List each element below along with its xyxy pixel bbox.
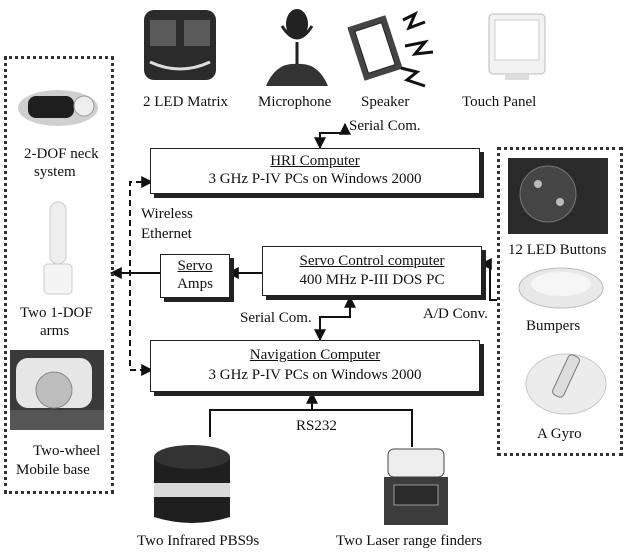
gyro-label: A Gyro [537,426,582,443]
hri-computer-title: HRI Computer [151,153,479,170]
touch-panel-label: Touch Panel [462,94,536,111]
hri-computer-box: HRI Computer 3 GHz P-IV PCs on Windows 2… [150,148,480,194]
serial-com-mid-label: Serial Com. [240,310,312,327]
microphone-image [262,4,332,90]
serial-com-top-label: Serial Com. [349,118,421,135]
led-matrix-label: 2 LED Matrix [143,94,228,111]
base-label-line2: Mobile base [16,462,90,479]
speaker-image [345,6,435,90]
ad-conv-link [481,264,497,300]
laser-label: Two Laser range finders [336,533,482,550]
wireless-label-line1: Wireless [141,206,193,223]
rs232-label: RS232 [296,418,337,435]
serial-link-top [320,124,345,148]
led-buttons-image [508,158,608,234]
neck-label-line1: 2-DOF neck [24,146,99,163]
servo-control-spec: 400 MHz P-III DOS PC [263,272,481,289]
serial-link-mid [320,297,350,340]
bumpers-image [516,264,606,312]
servo-amps-box: Servo Amps [160,254,230,298]
led-buttons-label: 12 LED Buttons [508,242,606,259]
infrared-label: Two Infrared PBS9s [137,533,259,550]
servo-amps-subtitle: Amps [161,276,229,293]
servo-control-title: Servo Control computer [263,253,481,270]
mobile-base-image [10,350,104,430]
bumpers-label: Bumpers [526,318,580,335]
wireless-label-line2: Ethernet [141,226,192,243]
neck-label-line2: system [34,164,76,181]
servo-control-box: Servo Control computer 400 MHz P-III DOS… [262,246,482,296]
navigation-computer-box: Navigation Computer 3 GHz P-IV PCs on Wi… [150,340,480,392]
neck-system-image [14,82,102,132]
hri-computer-spec: 3 GHz P-IV PCs on Windows 2000 [151,171,479,188]
touch-panel-image [475,6,555,86]
gyro-image [516,340,610,420]
arms-image [32,198,84,298]
led-matrix-image [140,6,220,86]
laser-rangefinder-image [380,447,452,529]
arms-label-line1: Two 1-DOF [20,305,93,322]
servo-amps-title: Servo [161,258,229,275]
speaker-label: Speaker [361,94,409,111]
infrared-sensor-image [146,437,238,529]
base-label-line1: Two-wheel [33,443,100,460]
arms-label-line2: arms [40,323,69,340]
navigation-computer-spec: 3 GHz P-IV PCs on Windows 2000 [151,367,479,384]
navigation-computer-title: Navigation Computer [151,347,479,364]
ad-conv-label: A/D Conv. [423,306,488,323]
microphone-label: Microphone [258,94,331,111]
